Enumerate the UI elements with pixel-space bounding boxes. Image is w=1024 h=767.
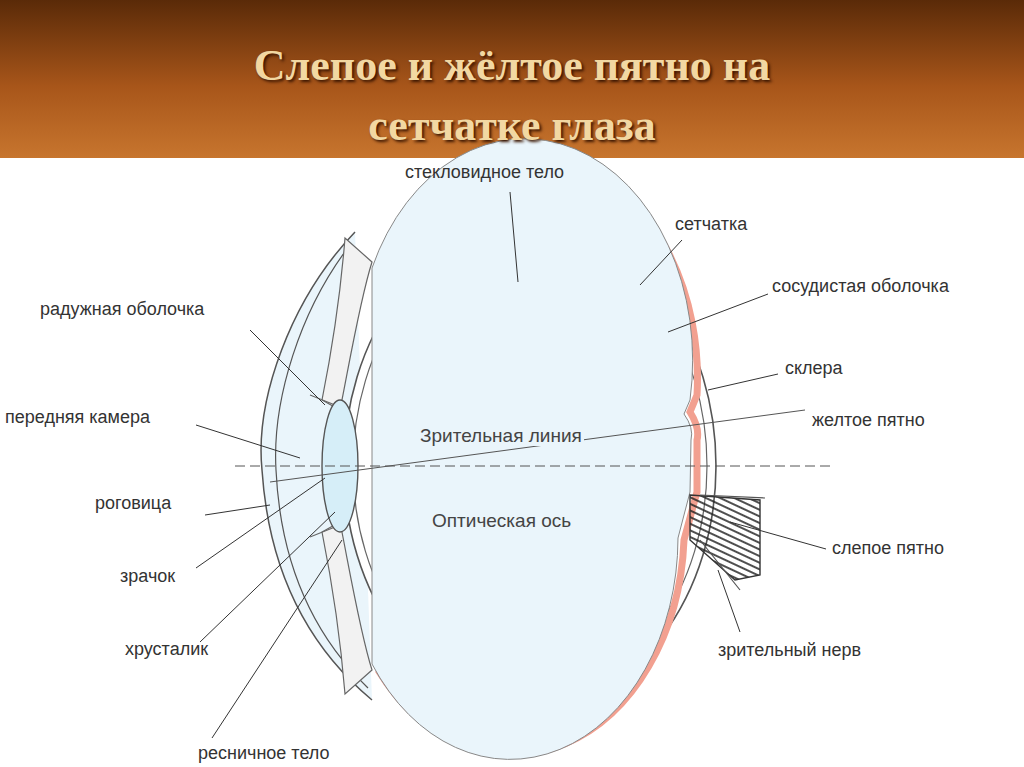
part-label: слепое пятно (832, 538, 944, 558)
slide-title: Слепое и жёлтое пятно на сетчатке глаза (202, 36, 822, 156)
part-label: сетчатка (675, 214, 747, 234)
part-label: ресничное тело (198, 743, 330, 763)
part-label: радужная оболочка (40, 299, 204, 319)
part-label: желтое пятно (812, 410, 925, 430)
part-label: Оптическая ось (430, 511, 573, 531)
part-label: склера (785, 358, 843, 378)
part-label: зрачок (120, 566, 175, 586)
part-label: передняя камера (5, 407, 150, 427)
part-label: сосудистая оболочка (772, 276, 949, 296)
part-label: роговица (95, 493, 171, 513)
part-label: зрительный нерв (718, 640, 861, 660)
title-box: Слепое и жёлтое пятно на сетчатке глаза (0, 36, 1024, 156)
part-label: хрусталик (125, 639, 208, 659)
part-label: стекловидное тело (405, 162, 564, 182)
part-label: Зрительная линия (418, 426, 584, 446)
